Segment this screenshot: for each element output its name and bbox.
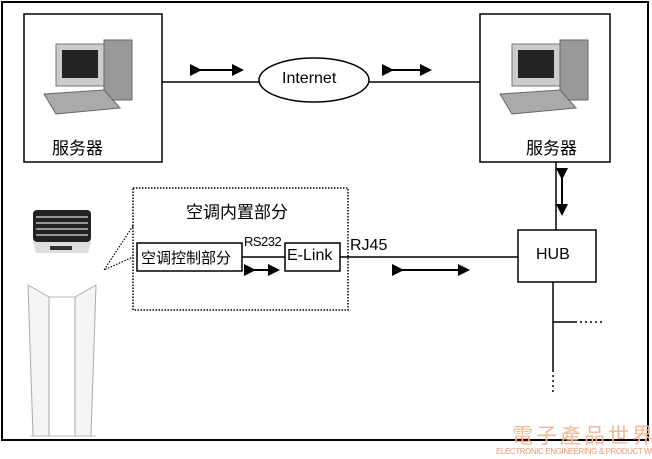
ac-builtin-box (132, 187, 349, 311)
computer-icon (43, 39, 133, 115)
server-label-right: 服务器 (526, 139, 577, 158)
ac-control-label: 空调控制部分 (141, 250, 232, 267)
rs232-label: RS232 (244, 234, 282, 249)
server-label-left: 服务器 (52, 139, 103, 158)
watermark-logo: 電子產品世界 (512, 424, 652, 448)
air-conditioner-icon (27, 210, 97, 437)
ac-builtin-title: 空调内置部分 (186, 203, 288, 222)
watermark-subtitle: ELECTRONIC ENGINEERING & PRODUCT WORLD (496, 447, 652, 456)
bidirectional-arrow-icon (190, 64, 568, 276)
internet-cloud (258, 57, 370, 103)
rj45-label: RJ45 (350, 237, 388, 254)
elink-box (284, 242, 341, 272)
server-right-box (479, 13, 611, 163)
hub-box (517, 229, 597, 283)
ac-control-box (136, 242, 243, 272)
server-left-box (23, 13, 163, 163)
computer-icon (499, 39, 589, 115)
elink-label: E-Link (287, 247, 333, 264)
outer-frame (1, 1, 649, 441)
internet-label: Internet (282, 70, 337, 87)
hub-label: HUB (536, 246, 570, 263)
